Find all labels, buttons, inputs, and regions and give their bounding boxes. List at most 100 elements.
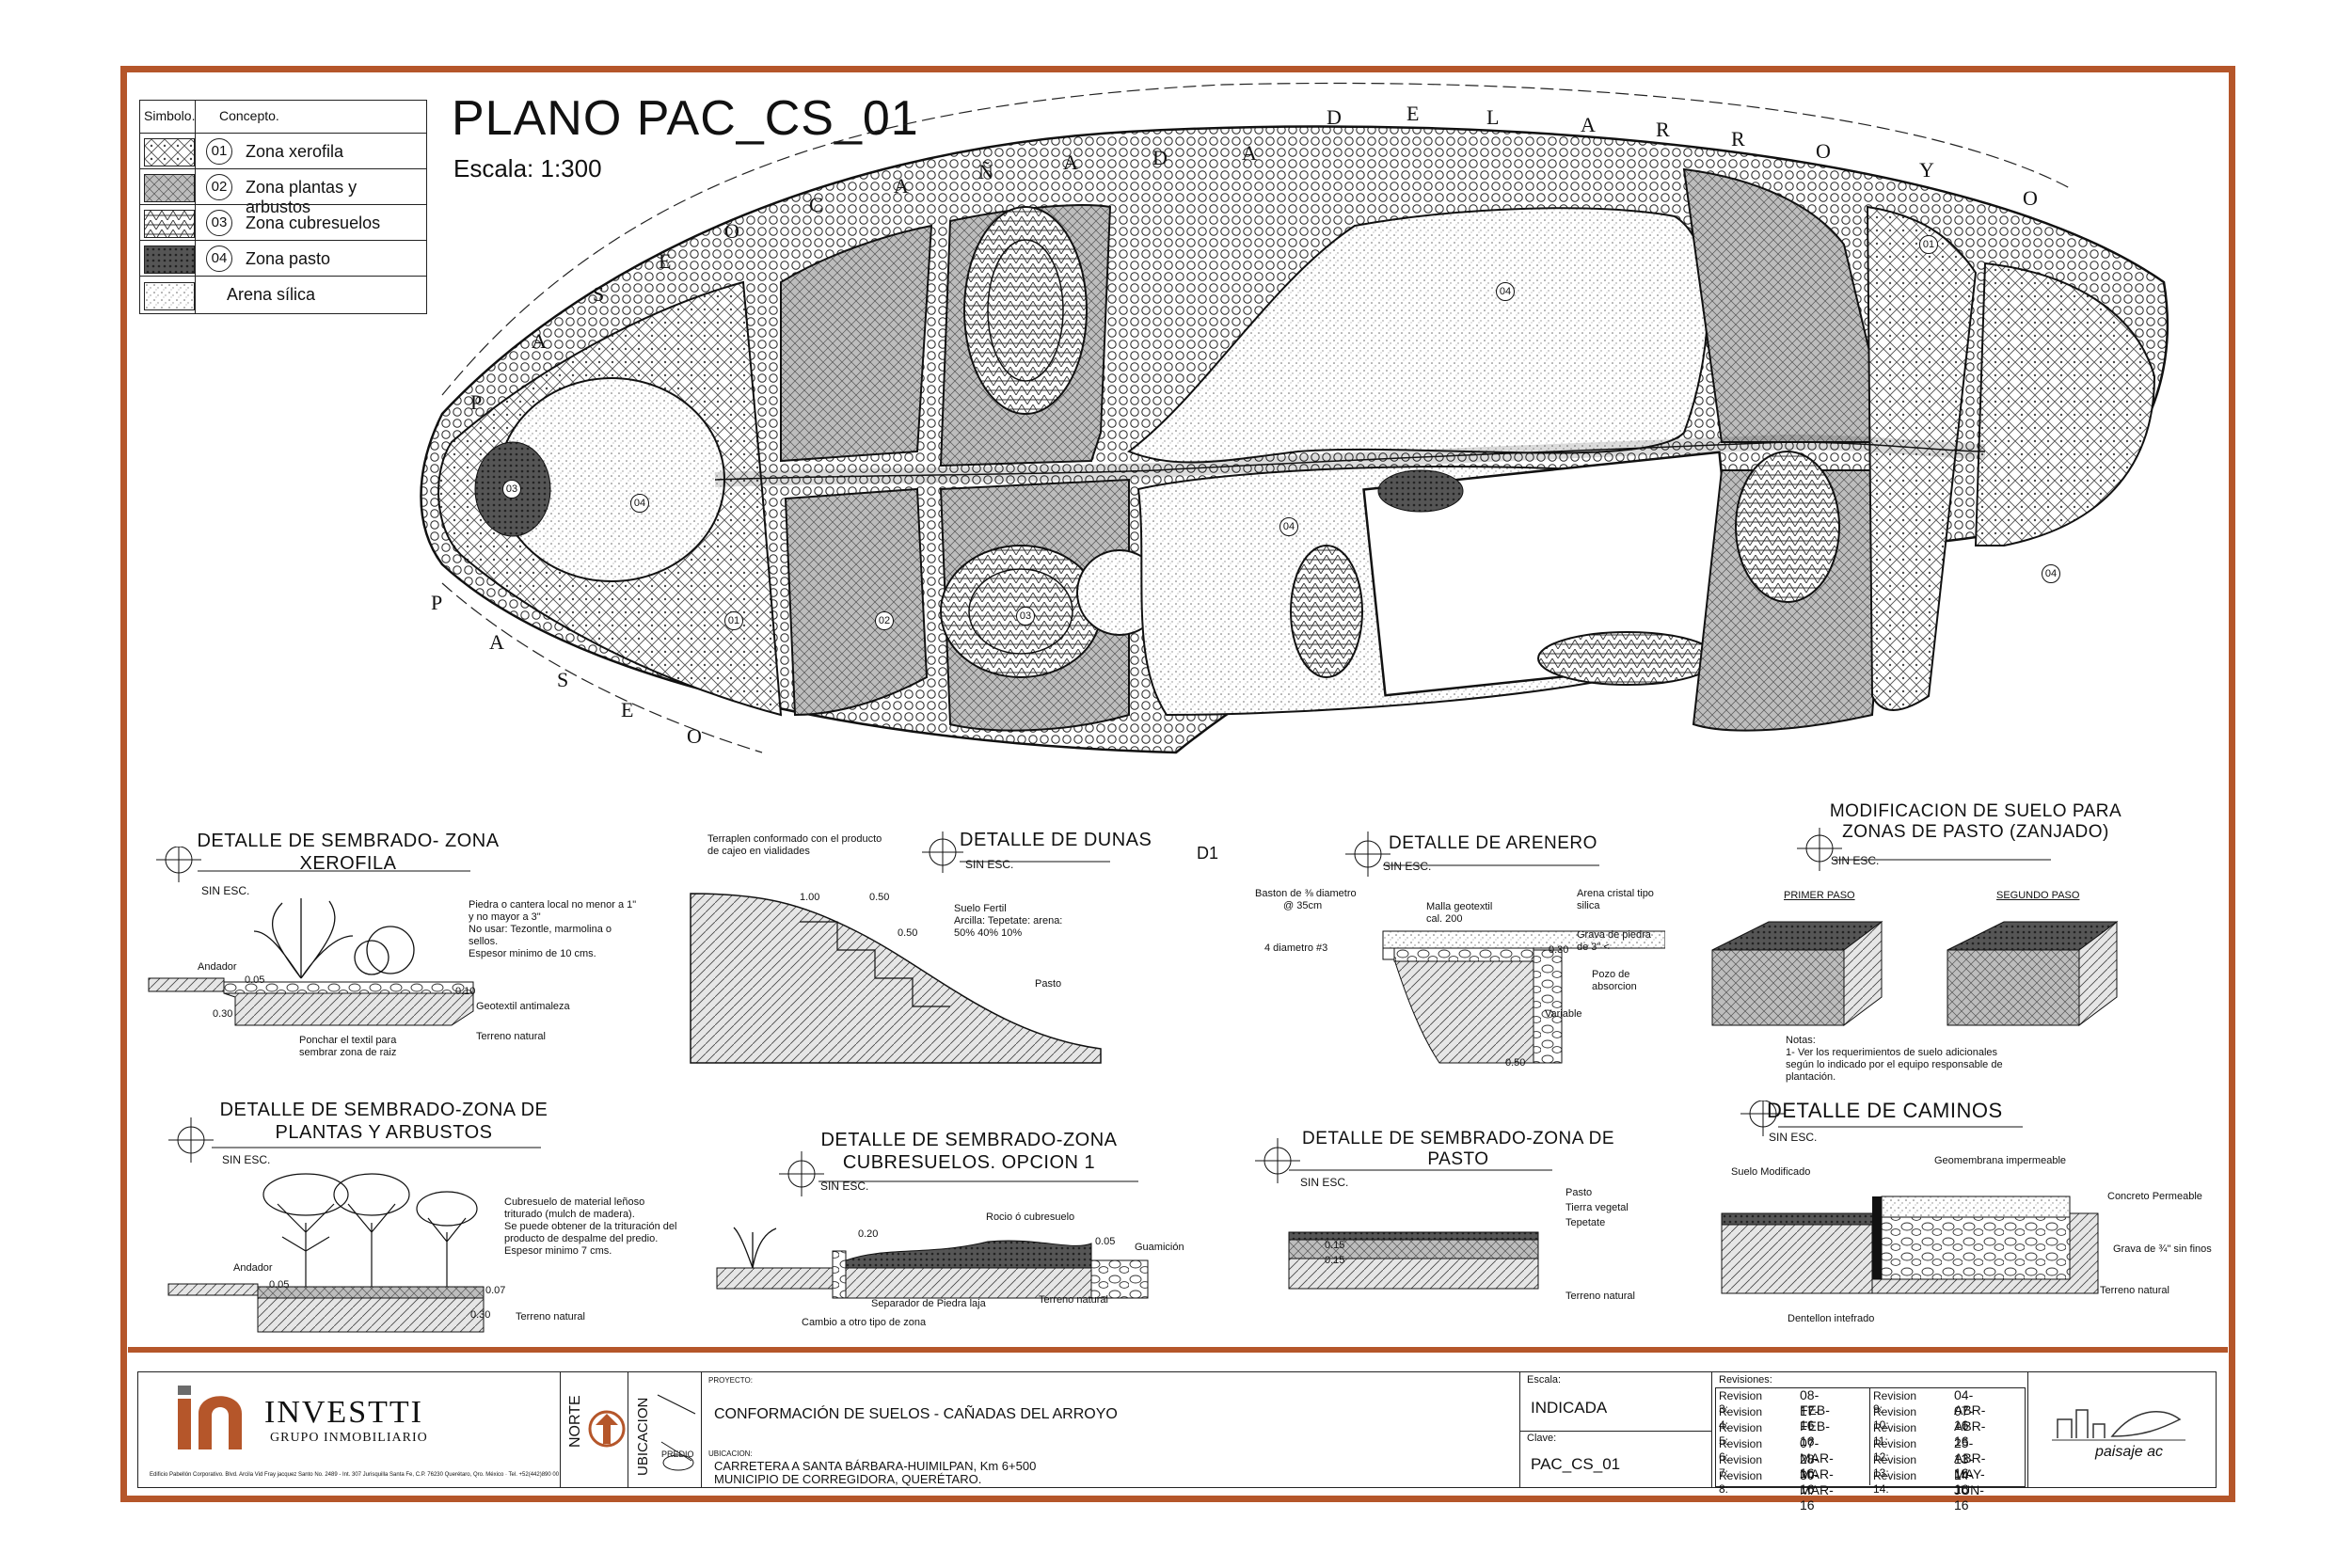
label-andador: Andador [198,961,237,973]
label-variable: Variable [1545,1008,1582,1020]
note-line: según lo indicado por el equipo responsa… [1786,1059,2003,1070]
title-block-separator [128,1347,2228,1353]
title-line: DETALLE DE SEMBRADO- ZONA [197,831,500,851]
title-line: XEROFILA [299,853,397,874]
detail-cubresuelos-title: DETALLE DE SEMBRADO-ZONA CUBRESUELOS. OP… [809,1129,1129,1174]
label-terreno: Terreno natural [1565,1291,1635,1302]
label-concreto: Concreto Permeable [2107,1191,2202,1202]
street-letter: R [1656,118,1670,141]
detail-arenero-title: DETALLE DE ARENERO [1389,833,1597,853]
label-terreno: Terreno natural [476,1031,546,1042]
revision-date: 28-MAR-16 [1800,1451,1834,1497]
street-letter: L [1486,105,1500,129]
label-segundo-paso: SEGUNDO PASO [1996,890,2080,901]
sheet-frame [120,66,2235,1502]
detail-arenero-drawing [1345,832,1665,1064]
pasto-small-blob [1377,469,1464,513]
title-line: ZONAS DE PASTO (ZANJADO) [1842,822,2109,842]
escala-value: INDICADA [1531,1399,1608,1417]
note-line: Se puede obtener de la trituración del [504,1221,677,1232]
legend-num: 03 [206,210,232,236]
note-line: Espesor minimo de 10 cms. [469,948,596,959]
plan-title: PLANO PAC_CS_01 [452,91,919,146]
revision-label: Revision 5: [1719,1421,1763,1448]
scale-note: SIN ESC. [965,858,1014,871]
note-line: Pozo de [1592,969,1630,980]
location-map-icon [657,1394,696,1471]
note-line: silica [1577,900,1600,911]
revision-label: Revision 13: [1873,1453,1917,1480]
label-suelo: Suelo Modificado [1731,1166,1811,1178]
title-line: MODIFICACION DE SUELO PARA [1829,801,2122,821]
dim-label: 0.05 [269,1279,290,1291]
street-letter: E [1406,102,1420,125]
street-letter: O [724,219,739,243]
plan-tag: 02 [875,611,894,630]
legend-label: Zona xerofila [246,142,344,161]
note-line: Cubresuelo de material leñoso [504,1196,645,1208]
plan-tag: 04 [630,494,649,513]
xerofila-notes: Piedra o cantera local no menor a 1" y n… [469,899,636,960]
zone-plantas-2 [784,487,929,717]
malla-note: Malla geotextil cal. 200 [1426,901,1492,926]
legend-label: Zona cubresuelos [246,214,381,232]
title-line: PLANTAS Y ARBUSTOS [275,1122,493,1143]
paisaje-logo-icon [2052,1409,2185,1441]
revision-date: 13-MAY-16 [1954,1451,1985,1497]
street-letter: A [1063,150,1078,174]
street-letter: O [1816,139,1831,163]
legend-row-xerofila: 01 Zona xerofila [140,133,426,169]
ubicacion-line2: MUNICIPIO DE CORREGIDORA, QUERÉTARO. [714,1472,982,1486]
revision-label: Revision 7: [1719,1453,1763,1480]
detail-arbustos-drawing [167,1117,541,1333]
legend-label: Zona pasto [246,249,331,268]
revision-date: 04-ABR-16 [1954,1387,1986,1433]
street-letter: A [894,174,909,198]
legend-num: 01 [206,138,232,165]
detail-zanjado-title: MODIFICACION DE SUELO PARA ZONAS DE PAST… [1816,801,2136,843]
label-pasto: Pasto [1035,978,1062,990]
dim-label: 0.50 [869,892,890,903]
note-line: producto de despalme del predio. [504,1233,659,1244]
street-letter: D [1327,105,1342,129]
plan-tag: 04 [1496,282,1515,301]
note-line: Grava de piedra [1577,929,1651,941]
note-line: Suelo Fertil [954,903,1007,914]
plan-tag: 04 [2042,564,2060,583]
revision-date: 30-MAR-16 [1800,1467,1834,1513]
ubicacion-field-label: UBICACION: [708,1449,753,1458]
zanjado-notes: Notas: 1- Ver los requerimientos de suel… [1786,1035,2003,1084]
note-line: Ponchar el textil para [299,1035,397,1046]
revision-label: Revision 8: [1719,1469,1763,1496]
street-letter: A [1242,141,1257,165]
label-separador: Separador de Piedra laja [871,1298,986,1309]
scale-note: SIN ESC. [222,1153,271,1166]
note-line: 50% 40% 10% [954,927,1023,939]
revision-date: 14-JUN-16 [1954,1467,1984,1513]
street-letter: P [431,591,443,614]
revision-label: Revision 3: [1719,1389,1763,1416]
legend-row-pasto: 04 Zona pasto [140,240,426,277]
scale-note: SIN ESC. [1300,1176,1349,1189]
revision-date: 08-FEB-16 [1800,1387,1830,1433]
legend-row-arena: Arena sílica [140,276,426,314]
site-plan [420,82,2169,754]
clave-value: PAC_CS_01 [1531,1455,1621,1473]
proyecto-value: CONFORMACIÓN DE SUELOS - CAÑADAS DEL ARR… [714,1406,1118,1422]
title-line: PASTO [1427,1149,1489,1169]
street-letter: P [470,390,483,414]
label-diam: 4 diametro #3 [1264,942,1328,954]
plan-tag: 03 [1016,607,1035,626]
dim-label: 0.20 [858,1228,879,1240]
revisions-grid [1715,1387,2026,1487]
plan-tag: 01 [1919,235,1938,254]
street-letter: D [1152,146,1168,169]
revision-label: Revision 10: [1873,1405,1917,1432]
note-line: triturado (mulch de madera). [504,1209,635,1220]
plan-scale: Escala: 1:300 [453,154,602,182]
note-line: Terraplen conformado con el producto [707,833,882,845]
cubresuelo-ellipse-5 [1735,451,1840,603]
note-line: cal. 200 [1426,913,1463,925]
revision-label: Revision 6: [1719,1437,1763,1464]
note-line: Notas: [1786,1035,1816,1046]
